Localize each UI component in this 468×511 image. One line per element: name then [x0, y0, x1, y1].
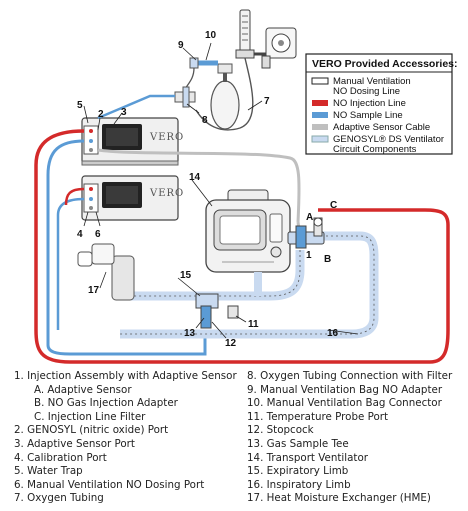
key-item-1a: A. Adaptive Sensor	[34, 383, 132, 396]
injection-assembly	[287, 217, 325, 249]
legend-item-cable: Adaptive Sensor Cable	[333, 122, 430, 133]
legend-item-circuit-2: Circuit Components	[333, 144, 417, 155]
vero-device-bottom: VERO	[81, 175, 184, 221]
legend-title: VERO Provided Accessories:	[312, 58, 458, 70]
key-item-8: 8. Oxygen Tubing Connection with Filter	[247, 370, 453, 382]
svg-text:VERO: VERO	[149, 188, 184, 199]
legend-item-manual-2: NO Dosing Line	[333, 86, 400, 97]
manual-ventilation-bag	[210, 63, 240, 130]
legend-item-injection: NO Injection Line	[333, 98, 406, 109]
callout-b: B	[324, 254, 331, 265]
key-list-right: 8. Oxygen Tubing Connection with Filter …	[247, 370, 452, 506]
legend-swatch-circuit	[311, 135, 329, 143]
callout-13: 13	[184, 328, 196, 339]
key-item-3: 3. Adaptive Sensor Port	[14, 437, 135, 450]
legend-swatch-cable	[312, 124, 328, 130]
legend-swatch-injection	[312, 100, 328, 106]
adaptive-sensor-cable	[97, 148, 301, 223]
callout-12: 12	[225, 338, 237, 349]
callout-3: 3	[121, 107, 127, 118]
key-item-1c: C. Injection Line Filter	[34, 410, 146, 423]
legend-swatch-manual	[311, 77, 329, 85]
oxygen-tubing	[195, 57, 254, 131]
callout-14: 14	[189, 172, 201, 183]
callout-10: 10	[205, 30, 217, 41]
callout-a: A	[306, 212, 313, 223]
key-item-17: 17. Heat Moisture Exchanger (HME)	[247, 492, 431, 505]
callout-6: 6	[95, 229, 101, 240]
key-item-2: 2. GENOSYL (nitric oxide) Port	[14, 424, 169, 437]
no-injection-line	[34, 129, 450, 364]
legend-swatch-sample	[312, 112, 328, 118]
key-item-10: 10. Manual Ventilation Bag Connector	[247, 397, 442, 410]
key-item-15: 15. Expiratory Limb	[247, 465, 349, 478]
key-item-12: 12. Stopcock	[247, 424, 314, 437]
legend-item-manual-1: Manual Ventilation	[333, 76, 411, 87]
callout-11: 11	[248, 319, 259, 330]
legend-item-circuit-1: GENOSYL® DS Ventilator	[333, 134, 444, 145]
key-item-1b: B. NO Gas Injection Adapter	[34, 397, 178, 410]
callout-4: 4	[77, 229, 83, 240]
callout-16: 16	[327, 328, 339, 339]
vero-device-top: VERO	[81, 117, 184, 166]
no-sample-line-2	[56, 197, 85, 330]
oxygen-flowmeter	[235, 9, 297, 69]
key-item-1: 1. Injection Assembly with Adaptive Sens…	[14, 370, 237, 382]
svg-text:VERO: VERO	[149, 132, 184, 143]
no-injection-line-2	[64, 187, 85, 206]
key-item-6: 6. Manual Ventilation NO Dosing Port	[14, 478, 205, 491]
callouts	[83, 42, 359, 339]
legend: VERO Provided Accessories: Manual Ventil…	[305, 53, 458, 155]
no-sample-line	[46, 139, 207, 356]
key-item-9: 9. Manual Ventilation Bag NO Adapter	[247, 383, 443, 396]
callout-8: 8	[202, 115, 208, 126]
manual-dosing-line-blue	[97, 94, 175, 120]
transport-ventilator	[205, 189, 291, 273]
callout-17: 17	[88, 285, 100, 296]
key-item-16: 16. Inspiratory Limb	[247, 478, 351, 491]
legend-item-sample: NO Sample Line	[333, 110, 403, 121]
key-item-5: 5. Water Trap	[14, 465, 83, 478]
key-item-11: 11. Temperature Probe Port	[247, 410, 389, 423]
callout-2: 2	[98, 109, 104, 120]
key-item-14: 14. Transport Ventilator	[247, 451, 368, 464]
key-item-13: 13. Gas Sample Tee	[247, 437, 349, 450]
ventilator-circuit	[77, 231, 379, 339]
callout-c: C	[330, 200, 337, 211]
key-item-7: 7. Oxygen Tubing	[14, 492, 104, 505]
callout-9: 9	[178, 40, 184, 51]
callout-15: 15	[180, 270, 192, 281]
key-list-left: 1. Injection Assembly with Adaptive Sens…	[14, 370, 237, 506]
key-item-4: 4. Calibration Port	[14, 451, 107, 464]
callout-7: 7	[264, 96, 270, 107]
callout-1: 1	[306, 250, 312, 261]
callout-5: 5	[77, 100, 83, 111]
